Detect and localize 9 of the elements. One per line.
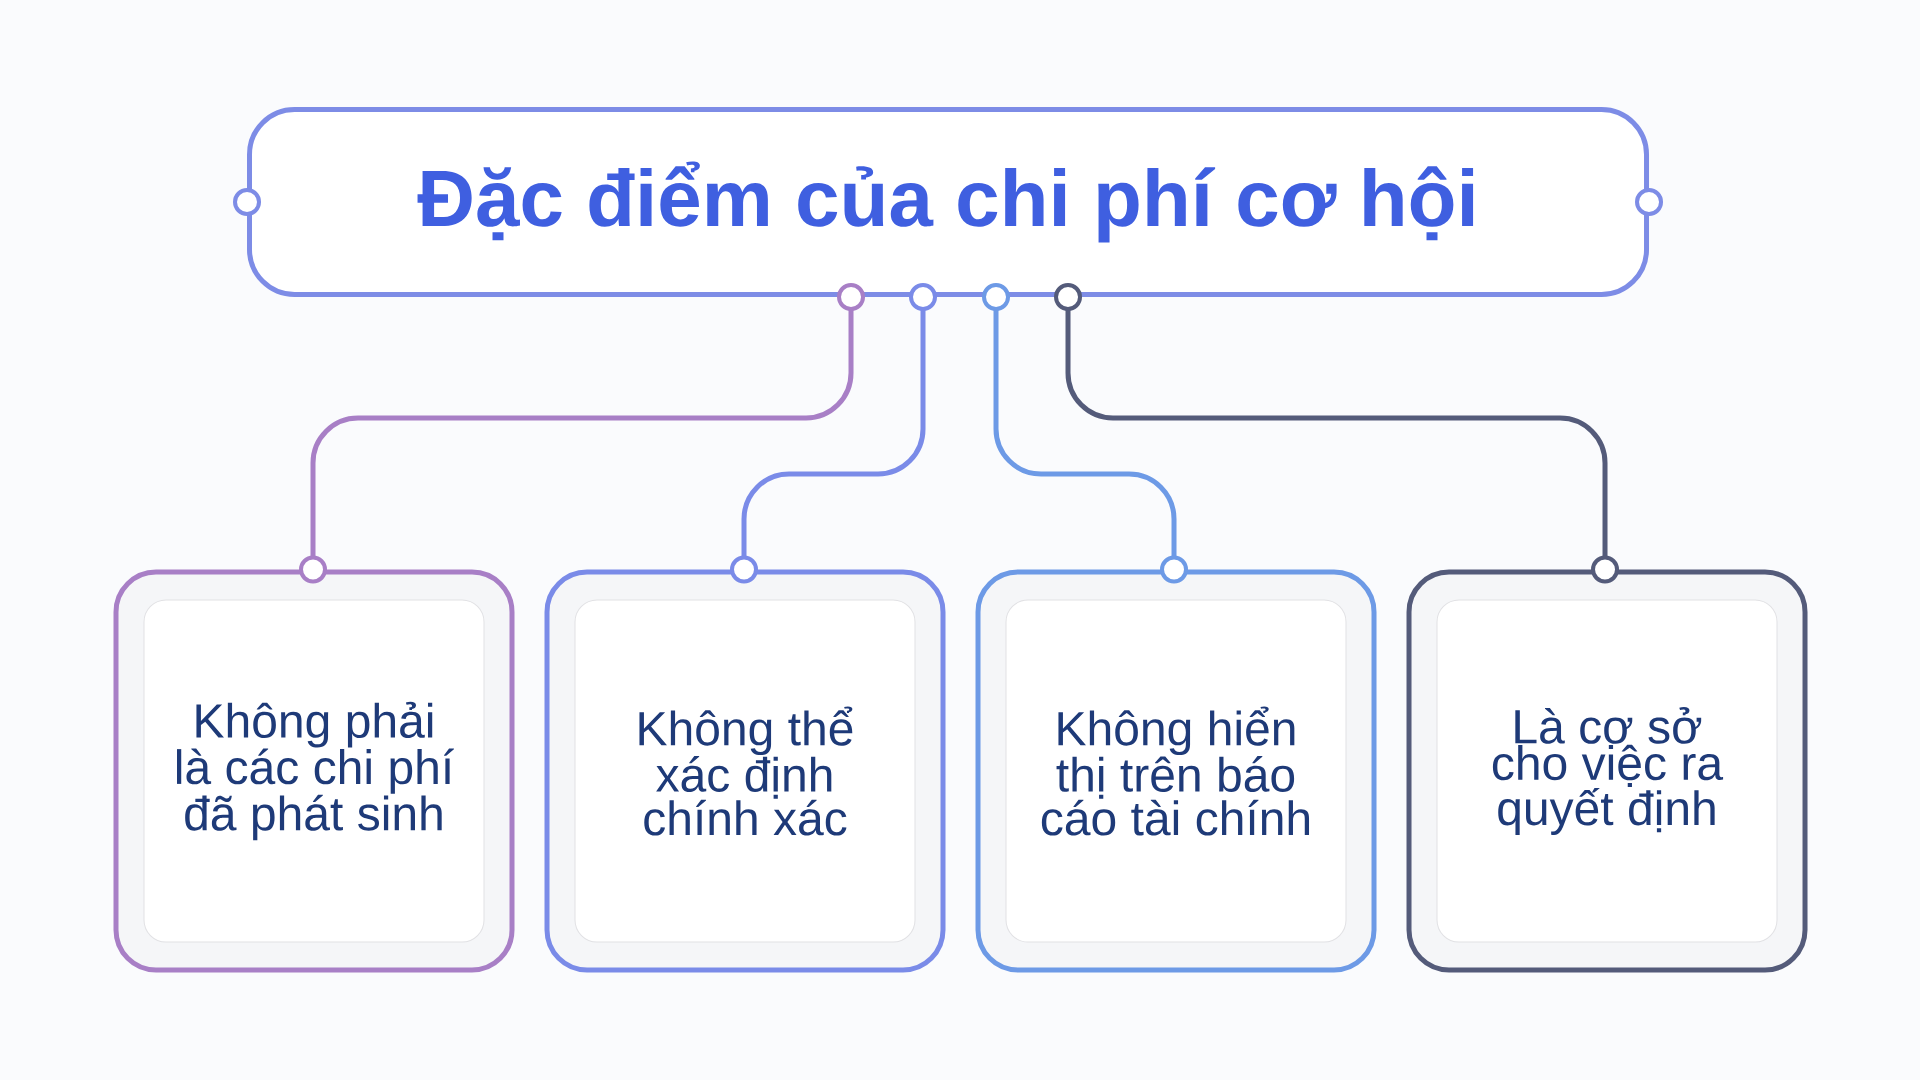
connector-line	[299, 283, 865, 584]
connector-line	[730, 283, 937, 584]
connector-line	[982, 283, 1188, 584]
text-card: Không thể xác định chính xác	[544, 569, 946, 973]
text-card: Không hiển thị trên báo cáo tài chính	[975, 569, 1377, 973]
title-box: Đặc điểm của chi phí cơ hội	[247, 107, 1649, 297]
connector-line	[1054, 283, 1619, 584]
text-card: Là cơ sở cho việc ra quyết định	[1406, 569, 1808, 973]
text-card: Không phải là các chi phí đã phát sinh	[113, 569, 515, 973]
